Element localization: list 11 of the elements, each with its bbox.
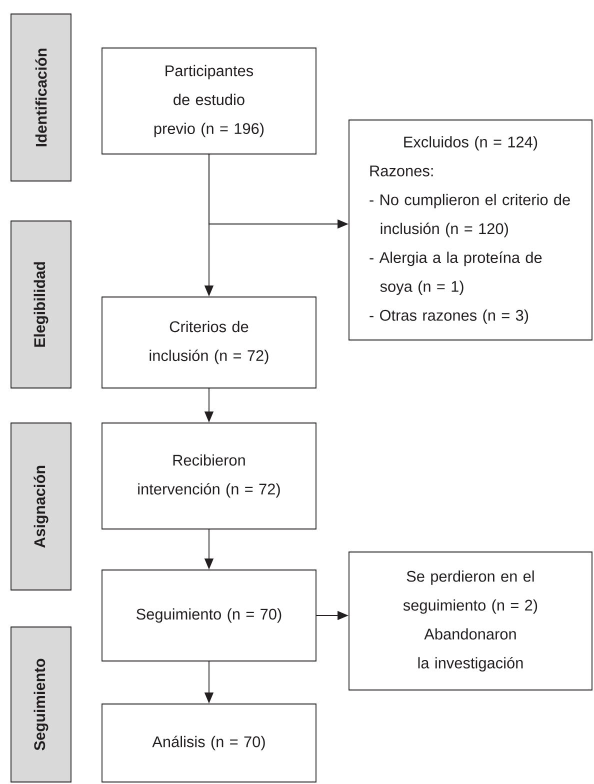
process-box: Criterios de inclusión (n = 72) [102, 296, 316, 388]
stage-band: Asignación [10, 422, 72, 590]
process-box: Análisis (n = 70) [102, 704, 316, 782]
process-box: Recibieron intervención (n = 72) [102, 422, 316, 530]
process-box: Se perdieron en el seguimiento (n = 2) Abandonaron la investigación [348, 552, 592, 690]
stage-band: Elegibilidad [10, 220, 72, 388]
process-box: Seguimiento (n = 70) [102, 570, 316, 662]
stage-band: Identificación [10, 14, 72, 182]
process-box: Participantes de estudio previo (n = 196) [102, 48, 316, 154]
stage-band: Seguimiento [10, 626, 72, 782]
exclusion-box: Excluidos (n = 124) Razones: - No cumplieron el criterio de inclusión (n = 120) - Alergia a la proteína de soya (n = 1) - Otras razones (n = 3) [348, 120, 592, 340]
